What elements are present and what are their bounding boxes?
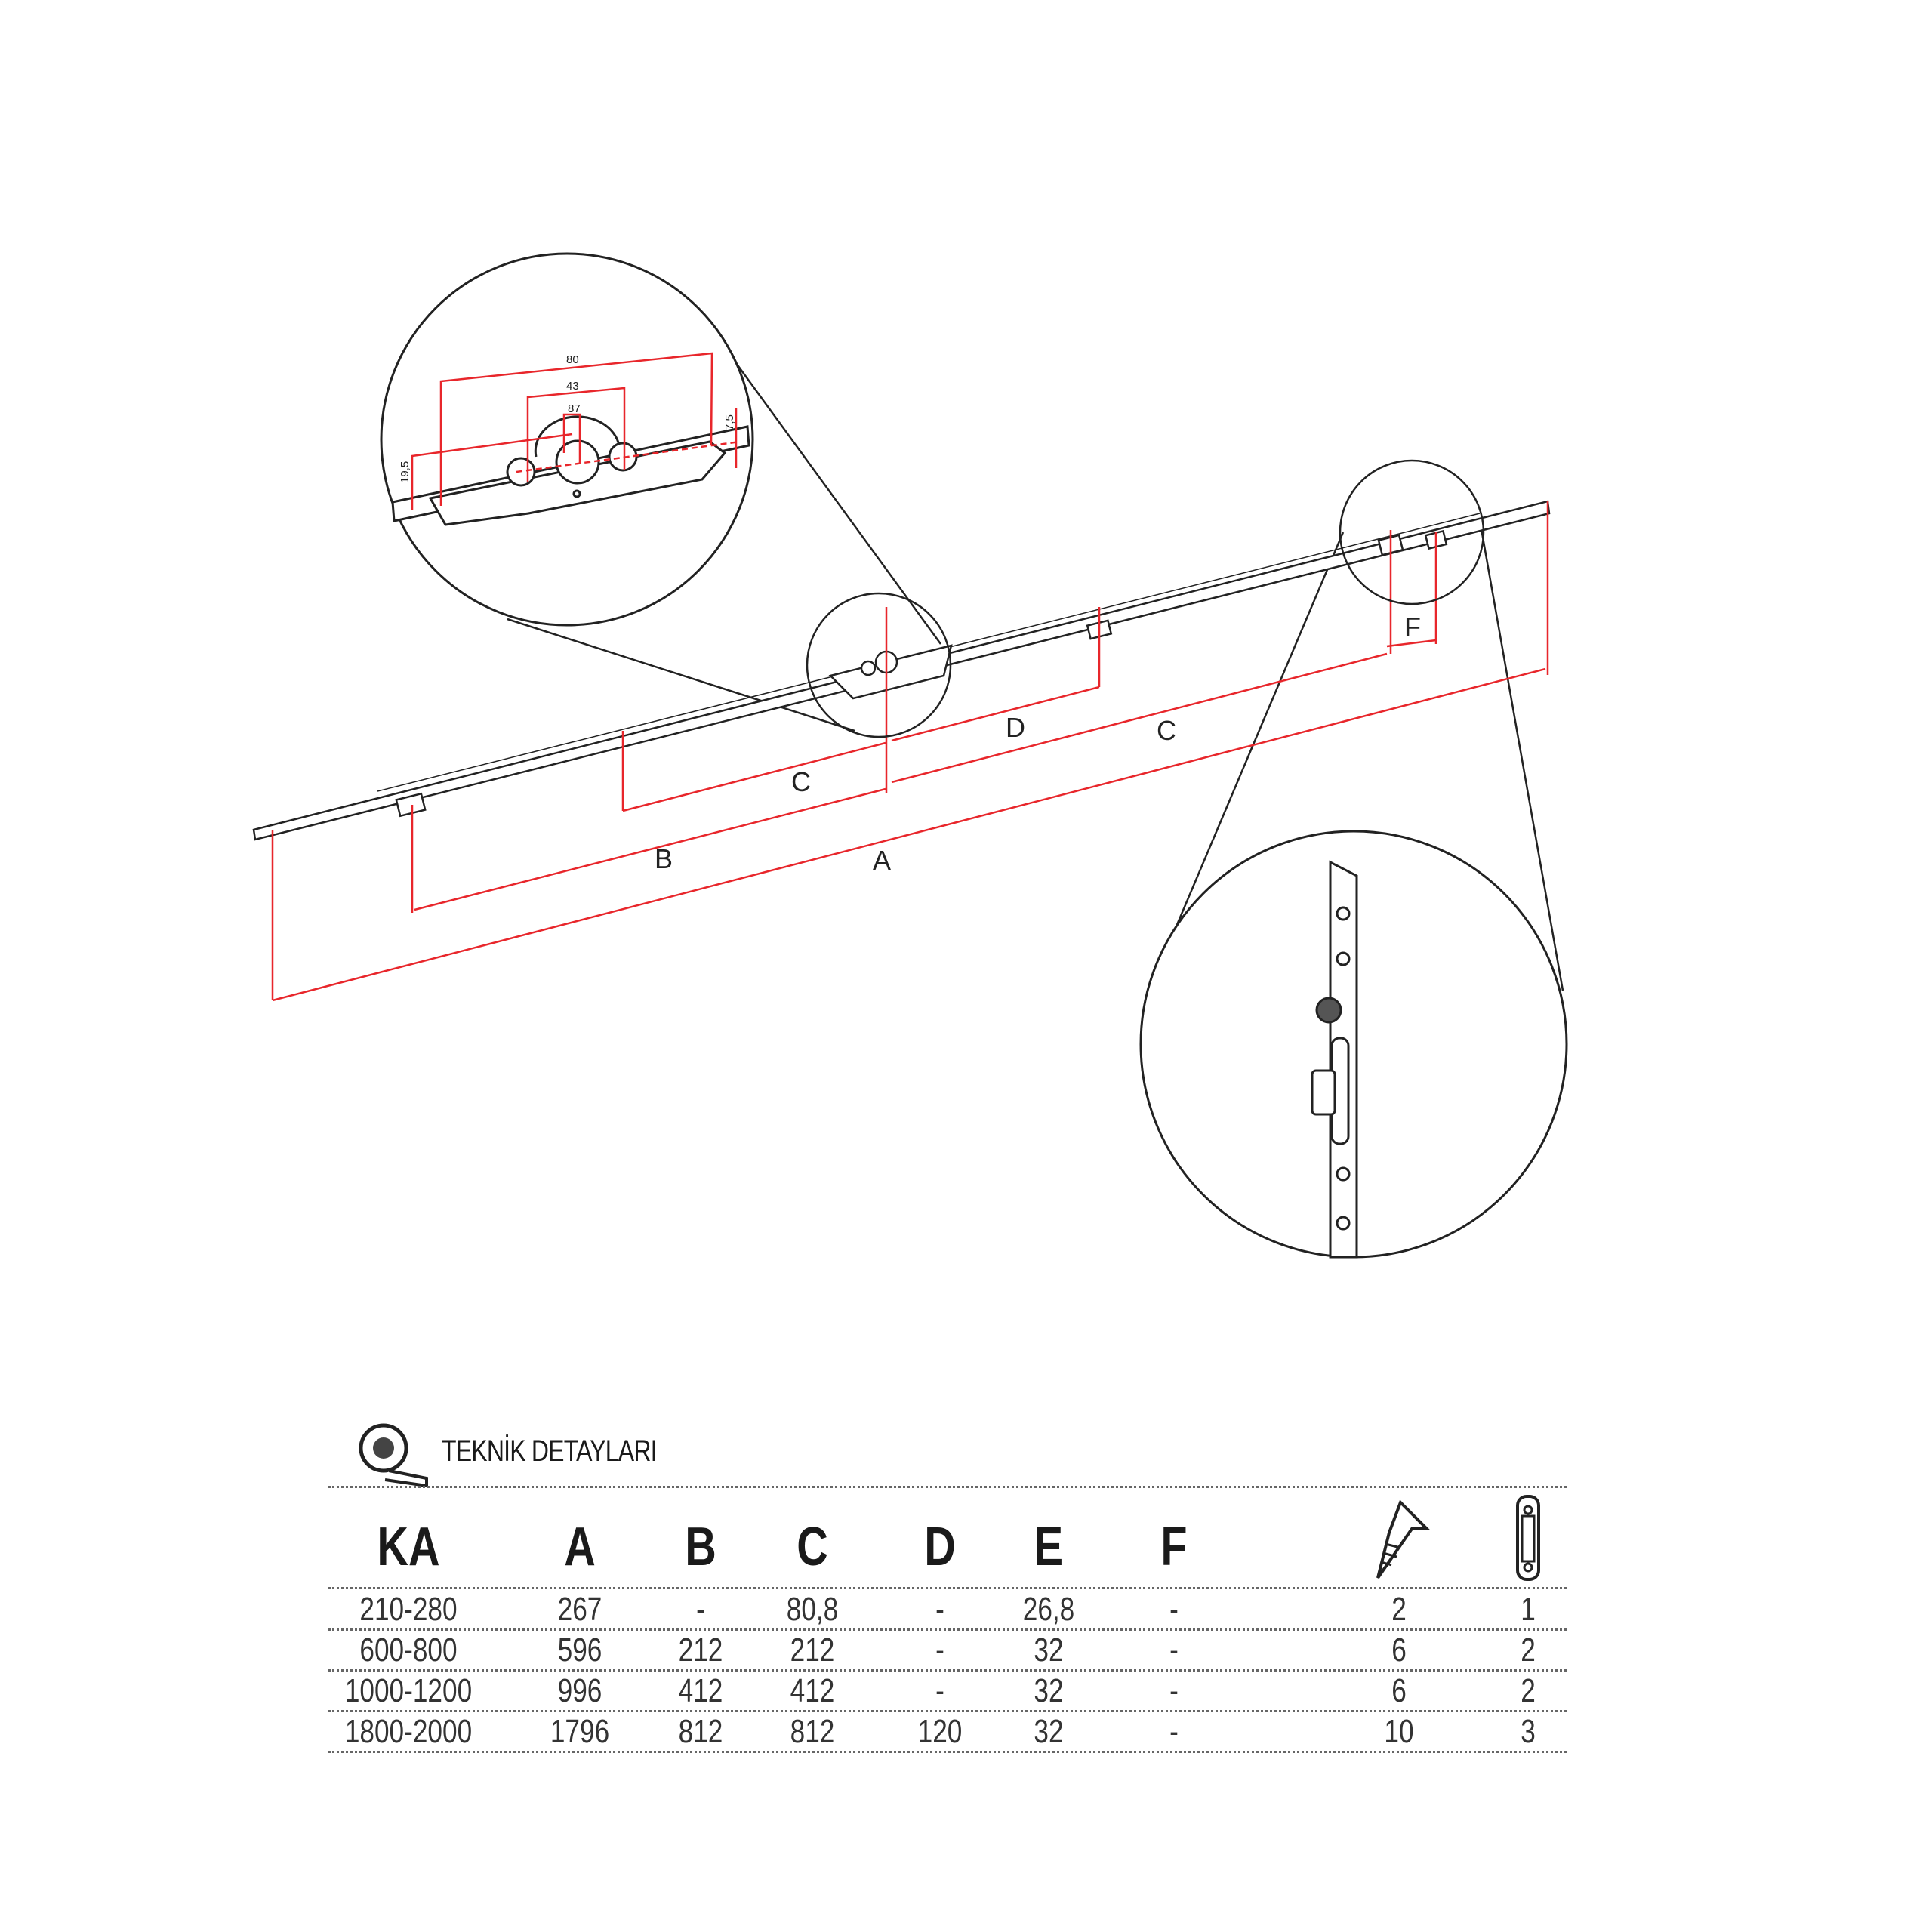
cell-e: 32 (1034, 1672, 1064, 1709)
cell-d: - (935, 1672, 944, 1709)
detail-label-80: 80 (566, 353, 579, 366)
cell-screws: 6 (1391, 1632, 1407, 1669)
cell-b: - (696, 1591, 705, 1628)
divider (328, 1486, 1567, 1488)
col-header-d: D (924, 1517, 956, 1577)
cell-keepers: 2 (1521, 1632, 1536, 1669)
cell-c: 212 (790, 1632, 835, 1669)
dim-label-a: A (873, 845, 891, 876)
divider (328, 1669, 1567, 1672)
col-header-b: B (685, 1517, 716, 1577)
col-header-a: A (564, 1517, 596, 1577)
cell-screws: 2 (1391, 1591, 1407, 1628)
cell-ka: 210-280 (359, 1591, 458, 1628)
detail-label-43: 43 (566, 380, 579, 393)
divider (328, 1587, 1567, 1589)
cell-b: 212 (678, 1632, 723, 1669)
divider (328, 1628, 1567, 1631)
zoom-circle-keeper (1339, 459, 1485, 605)
detail-label-87: 87 (568, 402, 581, 415)
cell-e: 32 (1034, 1713, 1064, 1750)
cell-b: 412 (678, 1672, 723, 1709)
cell-f: - (1169, 1632, 1179, 1669)
cell-b: 812 (678, 1713, 723, 1750)
detail-gearbox: 80 43 87 7,5 19,5 (380, 252, 754, 627)
section-title: TEKNİK DETAYLARI (442, 1434, 658, 1468)
keeper-icon (1516, 1495, 1540, 1581)
divider (328, 1751, 1567, 1753)
cell-c: 80,8 (786, 1591, 839, 1628)
measuring-tape-icon (359, 1423, 428, 1487)
cell-f: - (1169, 1713, 1179, 1750)
dim-label-d: D (1006, 712, 1025, 743)
screw-icon (1376, 1499, 1431, 1579)
zoom-connectors (507, 346, 1564, 991)
cell-f: - (1169, 1672, 1179, 1709)
cell-ka: 1000-1200 (344, 1672, 473, 1709)
cell-screws: 10 (1384, 1713, 1414, 1750)
detail-label-7-5: 7,5 (723, 414, 736, 430)
cell-d: 120 (917, 1713, 963, 1750)
detail-keeper (1139, 830, 1568, 1259)
cell-f: - (1169, 1591, 1179, 1628)
col-header-e: E (1034, 1517, 1064, 1577)
col-header-f: F (1160, 1517, 1188, 1577)
cell-a: 596 (557, 1632, 602, 1669)
cell-screws: 6 (1391, 1672, 1407, 1709)
cell-a: 267 (557, 1591, 602, 1628)
dim-label-f: F (1404, 612, 1421, 642)
dimension-lines (271, 501, 1549, 1002)
cell-ka: 600-800 (359, 1632, 458, 1669)
technical-drawing: A B C D C F 80 43 87 7,5 19,5 (252, 252, 1568, 1259)
dim-label-c-left: C (791, 766, 811, 797)
dim-label-c-right: C (1157, 715, 1176, 746)
col-header-ka: KA (377, 1517, 440, 1577)
detail-label-19-5: 19,5 (399, 461, 411, 483)
cell-a: 1796 (550, 1713, 610, 1750)
cell-d: - (935, 1591, 944, 1628)
dim-label-b: B (655, 843, 673, 874)
cell-d: - (935, 1632, 944, 1669)
cell-keepers: 1 (1521, 1591, 1536, 1628)
cell-keepers: 3 (1521, 1713, 1536, 1750)
cell-e: 26,8 (1022, 1591, 1075, 1628)
espagnolette-bar (252, 500, 1551, 841)
cell-a: 996 (557, 1672, 602, 1709)
cell-ka: 1800-2000 (344, 1713, 473, 1750)
zoom-circle-gearbox (806, 592, 952, 738)
cell-c: 812 (790, 1713, 835, 1750)
cell-e: 32 (1034, 1632, 1064, 1669)
col-header-c: C (797, 1517, 828, 1577)
cell-c: 412 (790, 1672, 835, 1709)
divider (328, 1710, 1567, 1712)
cell-keepers: 2 (1521, 1672, 1536, 1709)
